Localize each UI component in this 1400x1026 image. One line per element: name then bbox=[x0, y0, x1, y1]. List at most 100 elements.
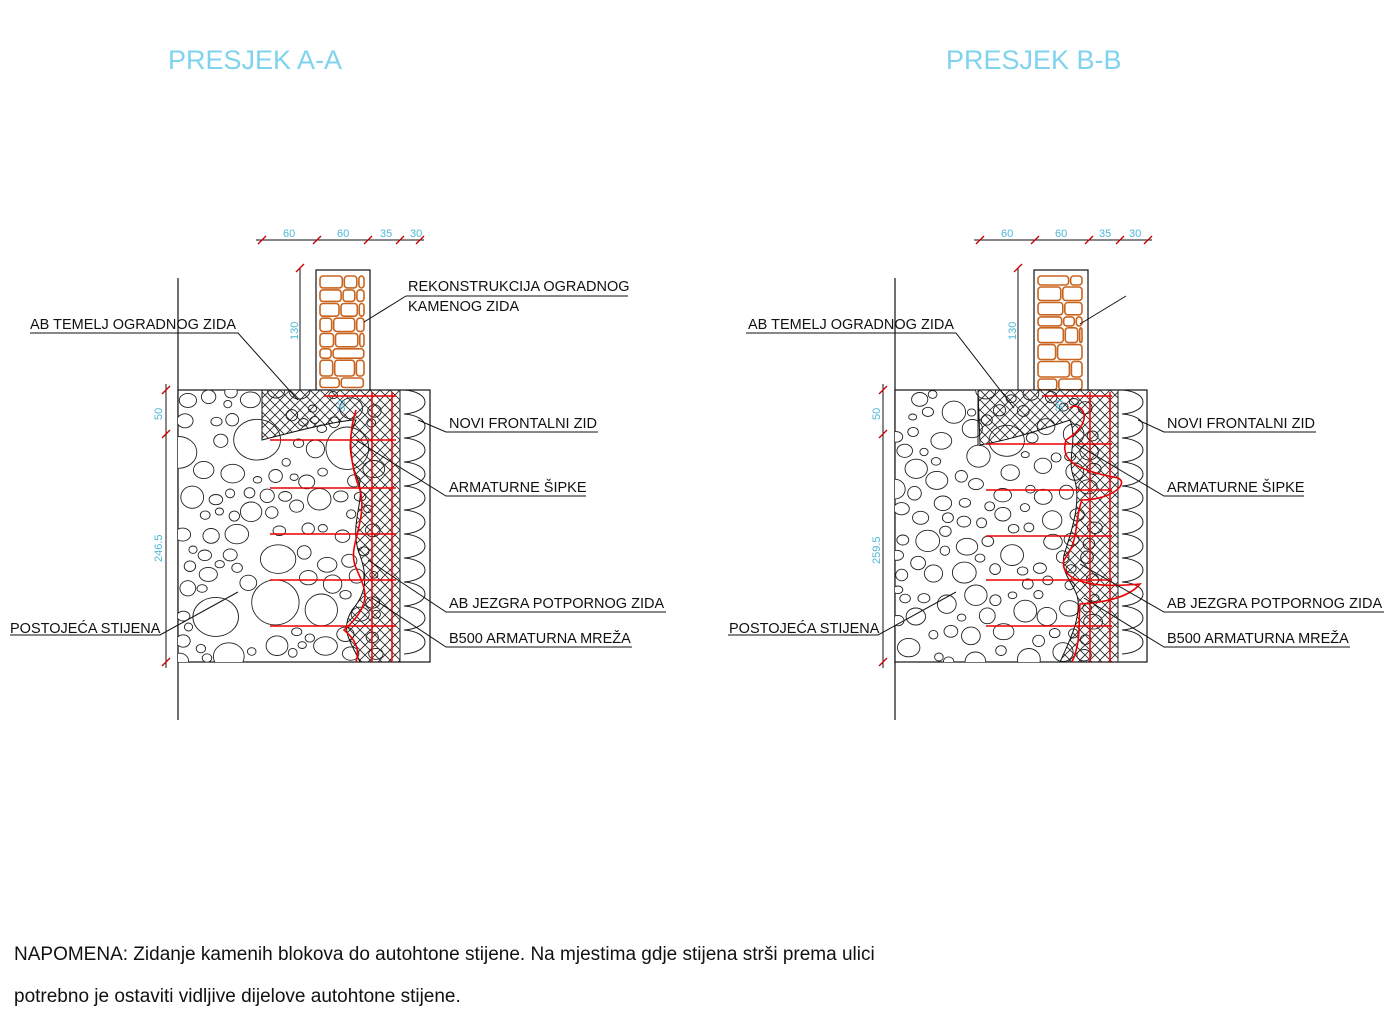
section-b-concrete-core bbox=[977, 390, 1119, 662]
rock-stone bbox=[899, 593, 911, 604]
rock-stone bbox=[268, 469, 283, 483]
rock-stone bbox=[943, 656, 955, 662]
rock-stone bbox=[305, 439, 325, 459]
rock-stone bbox=[222, 548, 238, 562]
wall-stone bbox=[1037, 343, 1057, 361]
rock-stone bbox=[966, 408, 977, 417]
section-b-core-dim: 30 bbox=[1054, 400, 1066, 412]
rock-stone bbox=[1032, 634, 1045, 648]
rock-stone bbox=[252, 476, 263, 484]
wall-stone bbox=[332, 347, 365, 359]
wall-stone bbox=[1056, 343, 1083, 361]
rock-stone bbox=[958, 497, 972, 508]
rock-stone bbox=[907, 426, 919, 438]
rock-stone bbox=[1023, 522, 1035, 533]
section-b-title: PRESJEK B-B bbox=[946, 45, 1122, 75]
rock-stone bbox=[951, 561, 977, 584]
section-b-left-dimension bbox=[878, 384, 888, 668]
wall-stone bbox=[343, 275, 358, 289]
rock-stone bbox=[895, 502, 910, 516]
rock-stone bbox=[928, 629, 939, 640]
wall-stone bbox=[1070, 360, 1083, 378]
wall-stone bbox=[342, 289, 356, 303]
rock-stone bbox=[265, 635, 289, 656]
section-a-label-foundation: AB TEMELJ OGRADNOG ZIDA bbox=[30, 317, 236, 333]
rock-stone bbox=[291, 627, 303, 637]
rock-stone bbox=[895, 568, 909, 582]
section-b: PRESJEK B-B 60 60 35 30 130 50 259.5 bbox=[728, 45, 1384, 720]
rock-stone bbox=[1050, 452, 1062, 463]
rock-stone bbox=[1007, 591, 1018, 600]
rock-stone bbox=[925, 470, 949, 490]
rock-stone bbox=[301, 522, 315, 535]
wall-stone bbox=[319, 332, 335, 348]
wall-stone bbox=[1062, 286, 1083, 302]
rock-stone bbox=[220, 463, 245, 484]
section-b-retaining-block: 30 bbox=[894, 389, 1148, 663]
rock-stone bbox=[961, 626, 981, 646]
section-a-dim-3: 35 bbox=[380, 228, 392, 240]
rock-stone bbox=[919, 447, 929, 457]
note-line-2: potrebno je ostaviti vidljive dijelove a… bbox=[14, 986, 461, 1007]
rock-stone bbox=[921, 406, 934, 417]
rock-stone bbox=[966, 444, 991, 468]
rock-stone bbox=[293, 438, 305, 449]
rock-stone bbox=[993, 488, 1012, 503]
rock-stone bbox=[976, 517, 988, 529]
rock-stone bbox=[911, 392, 929, 407]
rock-stone bbox=[178, 652, 189, 662]
wall-stone bbox=[319, 347, 332, 359]
rock-stone bbox=[201, 653, 213, 662]
rock-stone bbox=[923, 564, 944, 583]
wall-stone bbox=[333, 359, 356, 377]
rock-stone bbox=[917, 593, 931, 604]
section-a-retaining-block: 30 bbox=[177, 389, 431, 663]
rock-stone bbox=[1033, 488, 1053, 505]
rock-stone bbox=[208, 494, 224, 506]
wall-stone bbox=[1064, 326, 1079, 344]
rock-stone bbox=[239, 574, 258, 591]
rock-stone bbox=[317, 524, 328, 533]
rock-stone bbox=[1043, 533, 1063, 550]
section-a-stone-wall bbox=[315, 269, 371, 393]
rock-stone bbox=[907, 485, 922, 501]
rock-stone bbox=[895, 478, 906, 500]
rock-stone bbox=[908, 413, 918, 421]
rock-stone bbox=[195, 643, 207, 654]
wall-stone bbox=[356, 289, 365, 303]
rock-stone bbox=[1000, 464, 1020, 481]
rock-stone bbox=[192, 596, 239, 637]
rock-stone bbox=[1021, 578, 1034, 590]
rock-stone bbox=[334, 529, 351, 543]
rock-stone bbox=[317, 556, 338, 573]
rock-stone bbox=[1036, 606, 1058, 627]
rock-stone bbox=[259, 488, 275, 503]
rock-stone bbox=[1058, 484, 1074, 500]
rock-stone bbox=[224, 523, 250, 545]
wall-stone bbox=[1037, 316, 1063, 327]
rock-stone bbox=[287, 647, 298, 658]
section-a-label-reconstruction-1: REKONSTRUKCIJA OGRADNOG bbox=[408, 279, 630, 295]
rock-stone bbox=[223, 399, 233, 409]
rock-stone bbox=[964, 584, 988, 606]
section-a-top-dimensions bbox=[256, 235, 425, 245]
rock-stone bbox=[239, 501, 263, 523]
rock-stone bbox=[1032, 562, 1047, 574]
wall-stone bbox=[358, 332, 365, 348]
section-a-title: PRESJEK A-A bbox=[168, 45, 342, 75]
rock-stone bbox=[183, 560, 197, 572]
section-a-wall-dim-text: 130 bbox=[289, 322, 301, 340]
rock-stone bbox=[1042, 510, 1063, 530]
rock-stone bbox=[333, 490, 349, 503]
rock-stone bbox=[188, 545, 198, 554]
rock-stone bbox=[231, 562, 243, 573]
rock-stone bbox=[214, 507, 224, 516]
section-b-stone-wall bbox=[1033, 269, 1089, 393]
wall-stone bbox=[358, 302, 365, 317]
wall-stone bbox=[1069, 275, 1083, 286]
rock-stone bbox=[299, 570, 318, 586]
section-a-label-reconstruction-2: KAMENOG ZIDA bbox=[408, 299, 520, 315]
section-a-label-rebars: ARMATURNE ŠIPKE bbox=[449, 479, 587, 496]
wall-stone bbox=[1062, 316, 1076, 327]
rock-stone bbox=[178, 392, 197, 408]
